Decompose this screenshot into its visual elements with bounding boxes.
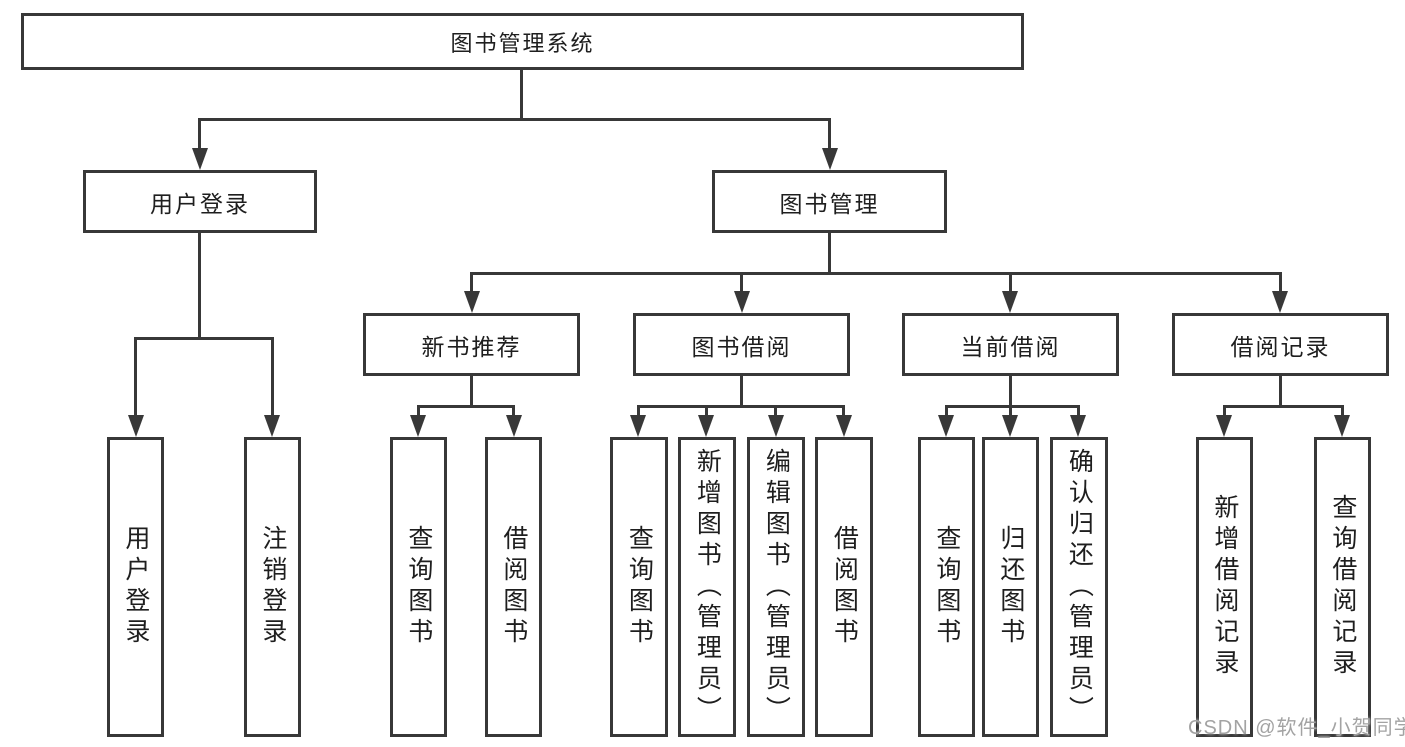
arrow-down-icon [836, 415, 852, 437]
connector-drop-leaf [1077, 405, 1080, 419]
connector-recommend-fork [417, 405, 515, 408]
arrow-down-icon [128, 415, 144, 437]
connector-drop-leaf [512, 405, 515, 419]
leaf-logout: 注销登录 [244, 437, 301, 737]
connector-drop-logout-leaf [271, 337, 274, 419]
connector-drop-leaf [1341, 405, 1344, 419]
connector-drop-book-mgmt [828, 118, 831, 152]
arrow-down-icon [506, 415, 522, 437]
node-new-book-recommend: 新书推荐 [363, 313, 580, 376]
arrow-down-icon [1070, 415, 1086, 437]
node-root-label: 图书管理系统 [450, 30, 595, 56]
connector-user-login-fork [134, 337, 274, 340]
connector-drop-borrow [740, 272, 743, 295]
node-book-management-label: 图书管理 [779, 190, 880, 217]
connector-borrow-fork [637, 405, 845, 408]
connector-drop-leaf [1009, 405, 1012, 419]
connector-borrow-stub [740, 376, 743, 408]
connector-current-stub [1009, 376, 1012, 408]
leaf-query-books-recommend: 查询图书 [390, 437, 447, 737]
connector-records-stub [1279, 376, 1282, 408]
connector-records-fork [1223, 405, 1344, 408]
connector-root-stub [520, 70, 523, 121]
leaf-add-books-admin: 新增图书（管理员） [678, 437, 736, 737]
node-borrow-records-label: 借阅记录 [1230, 333, 1331, 360]
connector-drop-current [1009, 272, 1012, 295]
leaf-label: 借阅图书 [830, 525, 859, 649]
leaf-edit-books-admin: 编辑图书（管理员） [747, 437, 805, 737]
arrow-down-icon [1002, 415, 1018, 437]
connector-drop-leaf [705, 405, 708, 419]
leaf-confirm-return-admin: 确认归还（管理员） [1050, 437, 1108, 737]
node-current-borrow: 当前借阅 [902, 313, 1119, 376]
connector-drop-leaf [637, 405, 640, 419]
arrow-down-icon [698, 415, 714, 437]
leaf-user-login: 用户登录 [107, 437, 164, 737]
leaf-user-login-label: 用户登录 [121, 525, 150, 649]
arrow-down-icon [410, 415, 426, 437]
leaf-query-books-current: 查询图书 [918, 437, 975, 737]
leaf-return-books: 归还图书 [982, 437, 1039, 737]
node-book-borrow: 图书借阅 [633, 313, 850, 376]
connector-recommend-stub [470, 376, 473, 408]
arrow-down-icon [1216, 415, 1232, 437]
node-borrow-records: 借阅记录 [1172, 313, 1389, 376]
leaf-logout-label: 注销登录 [258, 525, 287, 649]
leaf-add-borrow-record: 新增借阅记录 [1196, 437, 1253, 737]
node-book-borrow-label: 图书借阅 [691, 333, 792, 360]
node-root-system: 图书管理系统 [21, 13, 1024, 70]
leaf-label: 查询图书 [404, 525, 433, 649]
leaf-label: 查询图书 [932, 525, 961, 649]
leaf-label: 借阅图书 [499, 525, 528, 649]
node-user-login-label: 用户登录 [150, 190, 250, 217]
node-current-borrow-label: 当前借阅 [960, 333, 1061, 360]
node-new-book-recommend-label: 新书推荐 [421, 333, 522, 360]
leaf-label: 查询图书 [625, 525, 654, 649]
arrow-down-icon [768, 415, 784, 437]
arrow-down-icon [264, 415, 280, 437]
leaf-borrow-books-recommend: 借阅图书 [485, 437, 542, 737]
arrow-down-icon [822, 148, 838, 170]
connector-drop-login-leaf [134, 337, 137, 419]
leaf-label: 查询借阅记录 [1328, 494, 1357, 680]
connector-drop-leaf [774, 405, 777, 419]
connector-drop-leaf [1223, 405, 1226, 419]
connector-drop-leaf [417, 405, 420, 419]
leaf-query-borrow-record: 查询借阅记录 [1314, 437, 1371, 737]
connector-drop-leaf [945, 405, 948, 419]
leaf-label: 确认归还（管理员） [1065, 447, 1094, 727]
leaf-borrow-books: 借阅图书 [815, 437, 873, 737]
leaf-label: 归还图书 [996, 525, 1025, 649]
connector-level2-fork [198, 118, 831, 121]
arrow-down-icon [1272, 291, 1288, 313]
arrow-down-icon [734, 291, 750, 313]
connector-drop-records [1279, 272, 1282, 295]
node-book-management: 图书管理 [712, 170, 947, 233]
connector-drop-new-books [470, 272, 473, 295]
connector-drop-user-login [198, 118, 201, 152]
leaf-label: 编辑图书（管理员） [762, 447, 791, 727]
connector-drop-leaf [842, 405, 845, 419]
connector-level3-fork [470, 272, 1282, 275]
node-user-login: 用户登录 [83, 170, 317, 233]
csdn-watermark: CSDN @软件_小贺同学 [1188, 717, 1405, 739]
leaf-label: 新增借阅记录 [1210, 494, 1239, 680]
leaf-query-books-borrow: 查询图书 [610, 437, 668, 737]
arrow-down-icon [1002, 291, 1018, 313]
arrow-down-icon [192, 148, 208, 170]
connector-book-mgmt-stub [828, 233, 831, 275]
arrow-down-icon [938, 415, 954, 437]
arrow-down-icon [464, 291, 480, 313]
arrow-down-icon [1334, 415, 1350, 437]
connector-user-login-stub [198, 233, 201, 340]
arrow-down-icon [630, 415, 646, 437]
leaf-label: 新增图书（管理员） [693, 447, 722, 727]
connector-current-fork [945, 405, 1080, 408]
